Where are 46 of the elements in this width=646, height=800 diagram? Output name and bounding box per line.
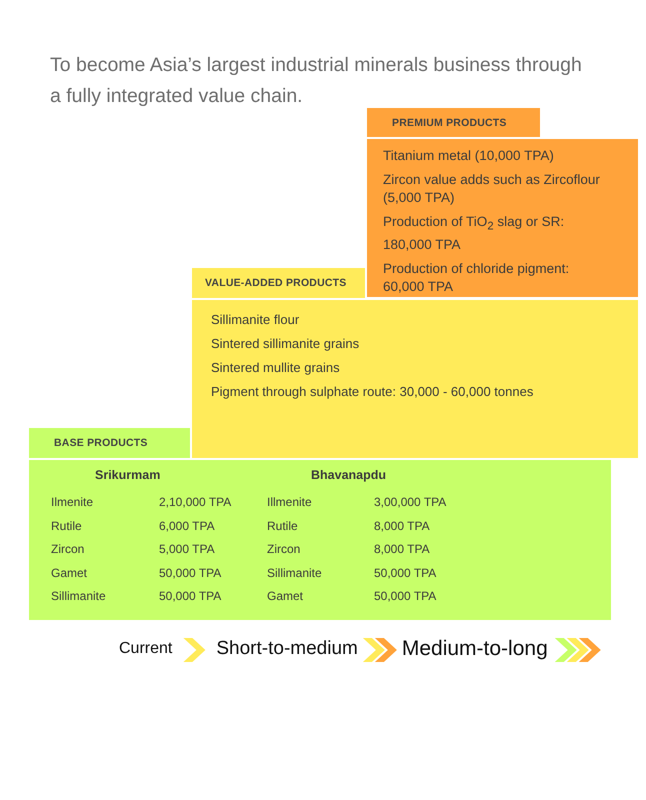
mineral-name: Sillimanite xyxy=(267,564,323,582)
timeline-label: Short-to-medium xyxy=(216,638,358,660)
product-item: Production of chloride pigment: 60,000 TPA xyxy=(383,260,570,296)
product-item: Sintered mullite grains xyxy=(211,359,341,377)
mineral-name: Gamet xyxy=(51,564,88,582)
capacity-value: 6,000 TPA xyxy=(159,518,216,534)
capacity-value: 3,00,000 TPA xyxy=(374,494,448,511)
tier-tab xyxy=(29,428,190,458)
product-item: Production of TiO$_{2}$ slag or SR: 180,000 TPA xyxy=(383,213,566,254)
capacity-value: 50,000 TPA xyxy=(374,564,438,582)
product-item: Pigment through sulphate route: 30,000 - 60,000 tonnes xyxy=(211,383,534,401)
timeline-label: Current xyxy=(119,640,172,658)
title: To become Asia’s largest industrial minerals business through a fully integrated value chain. xyxy=(50,53,583,109)
mineral-name: Sillimanite xyxy=(51,588,107,605)
mineral-name: Zircon xyxy=(51,541,86,558)
mineral-name: Illmenite xyxy=(267,494,313,511)
product-item: Zircon value adds such as Zircoflour (5,000 TPA) xyxy=(383,171,601,207)
tier-tab xyxy=(367,108,540,137)
product-item: Sintered sillimanite grains xyxy=(211,335,360,353)
tier-panel xyxy=(367,139,638,297)
tier-panel xyxy=(29,460,611,620)
capacity-value: 5,000 TPA xyxy=(159,541,216,558)
capacity-value: 50,000 TPA xyxy=(374,588,438,605)
chevron-arrow xyxy=(362,638,397,662)
capacity-value: 50,000 TPA xyxy=(159,588,222,605)
product-item: Sillimanite flour xyxy=(211,311,300,329)
mineral-name: Ilmenite xyxy=(51,494,94,511)
capacity-value: 50,000 TPA xyxy=(159,564,222,582)
tier-panel xyxy=(192,300,638,458)
mineral-name: Rutile xyxy=(267,518,299,534)
chevron-arrow xyxy=(183,638,206,662)
site-heading: Srikurmam xyxy=(94,468,162,482)
tier-tab xyxy=(192,268,365,298)
site-heading: Bhavanapdu xyxy=(310,468,388,482)
tier-heading: BASE PRODUCTS xyxy=(54,437,148,449)
chevron-arrow xyxy=(554,638,601,662)
capacity-value: 8,000 TPA xyxy=(374,518,431,534)
capacity-value: 2,10,000 TPA xyxy=(159,494,232,511)
timeline-label: Medium-to-long xyxy=(402,637,548,661)
mineral-name: Gamet xyxy=(267,588,304,605)
tier-heading: PREMIUM PRODUCTS xyxy=(392,116,507,128)
product-item: Titanium metal (10,000 TPA) xyxy=(383,147,555,165)
capacity-value: 8,000 TPA xyxy=(374,541,431,558)
tier-heading: VALUE-ADDED PRODUCTS xyxy=(205,277,346,289)
mineral-name: Rutile xyxy=(51,518,83,534)
mineral-name: Zircon xyxy=(267,541,302,558)
